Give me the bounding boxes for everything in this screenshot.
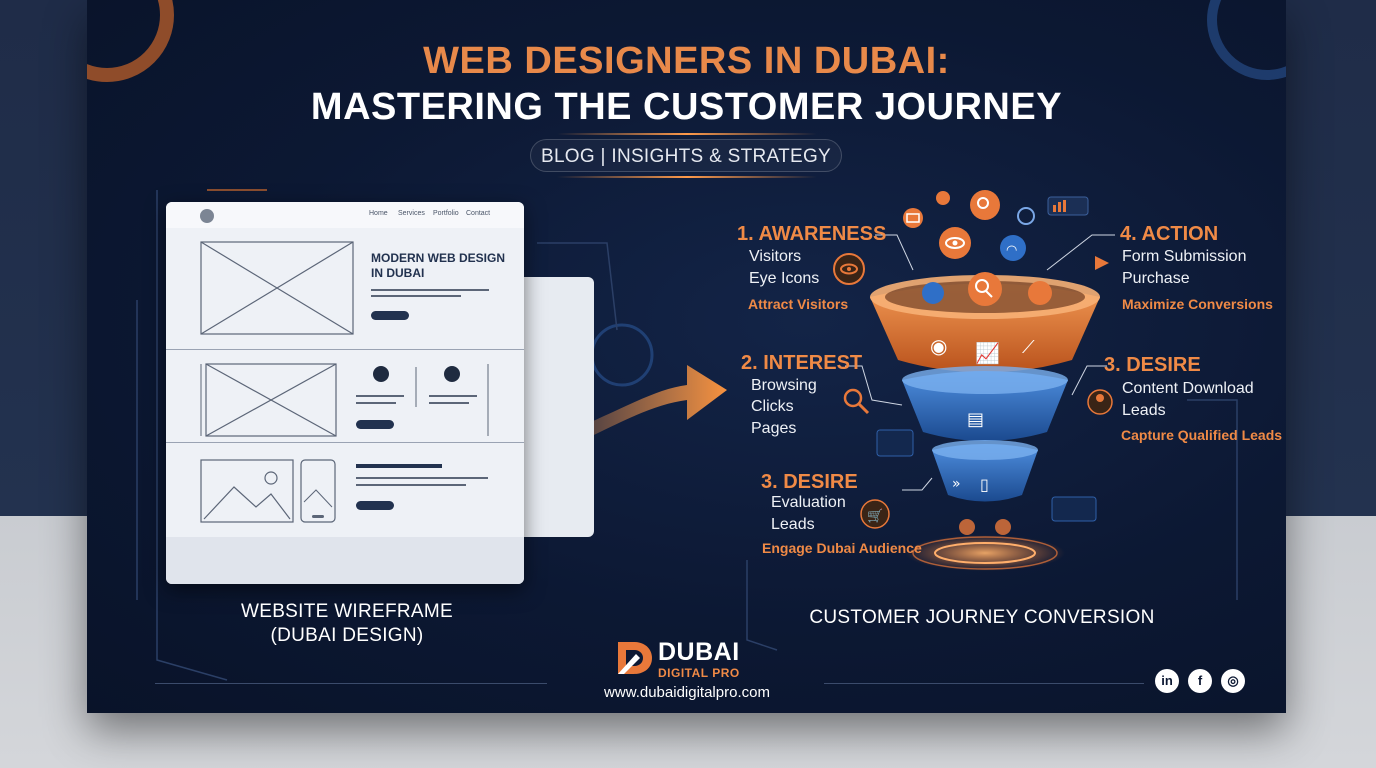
stage-line: Visitors xyxy=(749,248,802,265)
stage-line: Clicks xyxy=(751,398,794,415)
headline-line2: MASTERING THE CUSTOMER JOURNEY xyxy=(310,86,1063,128)
stage-line: Leads xyxy=(771,516,815,533)
stage-line: Purchase xyxy=(1122,270,1190,287)
play-icon xyxy=(1095,256,1109,270)
instagram-icon[interactable]: ◎ xyxy=(1221,669,1245,693)
stage-tag: Capture Qualified Leads xyxy=(1121,427,1283,443)
svg-text:⟋: ⟋ xyxy=(1022,337,1035,358)
wireframe-nav: Home Services Portfolio Contact xyxy=(166,202,524,228)
svg-text:▤: ▤ xyxy=(967,409,984,430)
footer-divider xyxy=(824,683,1144,684)
subtitle-glow-top xyxy=(557,133,817,135)
search-icon xyxy=(843,388,863,408)
stage-line: Leads xyxy=(1122,402,1166,419)
journey-caption: CUSTOMER JOURNEY CONVERSION xyxy=(809,607,1155,628)
corner-gear-icon xyxy=(87,0,174,82)
stage-title-action: 4. ACTION xyxy=(1120,223,1219,245)
stage-line: Pages xyxy=(751,420,797,437)
wireframe-cta xyxy=(371,311,409,320)
subtitle-glow-bottom xyxy=(557,176,817,178)
brand-sub: DIGITAL PRO xyxy=(658,666,740,680)
chart-icon xyxy=(1028,281,1052,305)
wireframe-nav-contact: Contact xyxy=(466,210,491,217)
brand-name: DUBAI xyxy=(658,638,740,666)
wireframe-caption: WEBSITE WIREFRAME (DUBAI DESIGN) xyxy=(241,601,453,646)
svg-text:◉: ◉ xyxy=(930,334,947,358)
wireframe-nav-portfolio: Portfolio xyxy=(433,210,459,217)
stage-line: Content Download xyxy=(1122,380,1254,397)
location-icon xyxy=(936,191,950,205)
wireframe-hero-title: MODERN WEB DESIGN IN DUBAI xyxy=(371,251,506,280)
stage-tag: Maximize Conversions xyxy=(1122,296,1273,312)
card-icon xyxy=(922,282,944,304)
stage-tag: Engage Dubai Audience xyxy=(762,540,922,556)
wireframe-logo xyxy=(200,209,214,223)
gear-icon xyxy=(1017,207,1035,225)
funnel-glow xyxy=(905,535,1065,571)
wireframe-nav-services: Services xyxy=(398,210,425,217)
stage-line: Browsing xyxy=(751,377,817,394)
stage-line: Evaluation xyxy=(771,494,846,511)
svg-text:◠: ◠ xyxy=(1006,243,1017,258)
image-placeholder-icon xyxy=(205,363,337,437)
wireframe-nav-home: Home xyxy=(369,210,388,217)
headline-line1: WEB DESIGNERS IN DUBAI: xyxy=(423,40,950,82)
stage-title-interest: 2. INTEREST xyxy=(741,352,863,374)
svg-text:🛒: 🛒 xyxy=(867,508,883,524)
stage-title-desire: 3. DESIRE xyxy=(761,471,858,493)
stage-line: Eye Icons xyxy=(749,270,820,287)
wireframe-footer xyxy=(166,537,524,584)
wireframe-avatar xyxy=(444,366,460,382)
image-placeholder-icon xyxy=(200,241,354,335)
stage-line: Form Submission xyxy=(1122,248,1247,265)
corner-gear-icon xyxy=(1207,0,1286,80)
svg-text:▯: ▯ xyxy=(980,475,989,494)
website-wireframe: Home Services Portfolio Contact xyxy=(166,202,524,584)
mail-icon xyxy=(903,208,923,228)
stage-title-awareness: 1. AWARENESS xyxy=(737,223,887,245)
svg-text:»: » xyxy=(952,476,961,492)
footer-divider xyxy=(155,683,547,684)
brand-d-mark-icon xyxy=(618,642,652,674)
poster: ◉ 📈 ⟋ ▤ » ▯ ◠ xyxy=(87,0,1286,713)
website-url[interactable]: www.dubaidigitalpro.com xyxy=(604,684,770,701)
mobile-placeholder-icon xyxy=(300,459,336,523)
stage-title-desire-right: 3. DESIRE xyxy=(1104,354,1201,376)
stage-tag: Attract Visitors xyxy=(748,296,849,312)
facebook-icon[interactable]: f xyxy=(1188,669,1212,693)
wireframe-back-page xyxy=(517,277,594,537)
subtitle-pill: BLOG | INSIGHTS & STRATEGY xyxy=(530,139,842,172)
cart-icon xyxy=(860,499,890,529)
svg-text:📈: 📈 xyxy=(975,341,1000,365)
wireframe-avatar xyxy=(373,366,389,382)
photo-placeholder-icon xyxy=(200,459,294,523)
search-icon xyxy=(968,272,1002,306)
linkedin-icon[interactable]: in xyxy=(1155,669,1179,693)
search-icon xyxy=(970,190,1000,220)
wifi-icon xyxy=(1000,235,1026,261)
